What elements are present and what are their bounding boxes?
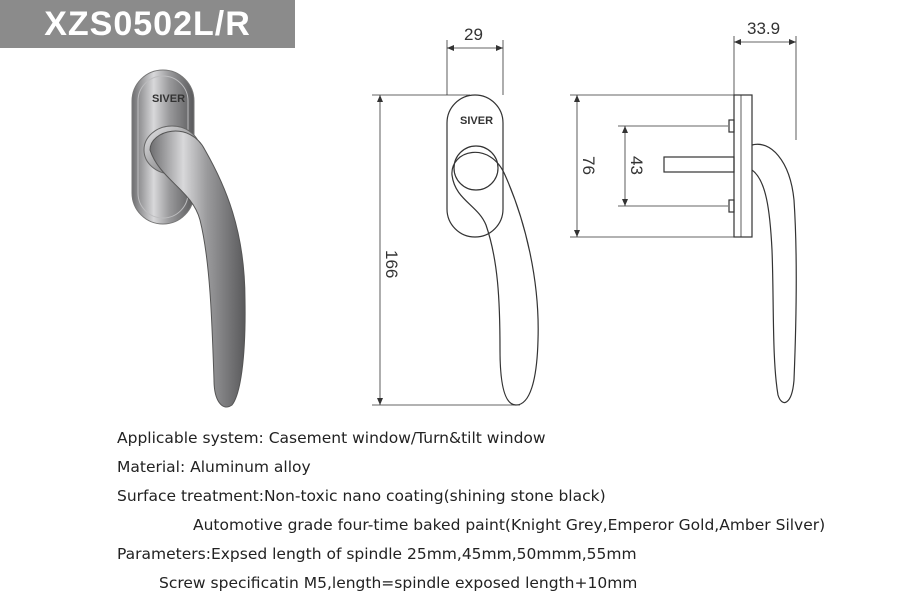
spec-surface-treatment-detail: Automotive grade four-time baked paint(K… — [193, 516, 826, 534]
dim-base-length: 76 — [579, 156, 598, 175]
spec-material: Material: Aluminum alloy — [117, 458, 311, 476]
brand-logo-drawing: SIVER — [460, 115, 493, 127]
spec-screw-specification: Screw specificatin M5,length=spindle exp… — [159, 574, 638, 592]
spec-applicable-system: Applicable system: Casement window/Turn&… — [117, 429, 546, 447]
dim-side-depth: 33.9 — [747, 19, 780, 38]
model-title: XZS0502L/R — [44, 4, 251, 43]
dim-front-width: 29 — [464, 25, 483, 44]
specification-list: Applicable system: Casement window/Turn&… — [117, 424, 897, 598]
spec-parameters: Parameters:Expsed length of spindle 25mm… — [117, 545, 637, 563]
dim-screw-spacing: 43 — [627, 156, 646, 175]
spec-surface-treatment: Surface treatment:Non-toxic nano coating… — [117, 487, 606, 505]
side-view — [570, 36, 797, 404]
handle-lever — [149, 130, 246, 408]
model-title-bar: XZS0502L/R — [0, 0, 295, 48]
brand-logo: SIVER — [152, 93, 185, 105]
technical-drawing: SIVER 29 SIVER 166 — [131, 19, 797, 408]
dim-total-length: 166 — [382, 250, 401, 278]
front-view — [372, 40, 539, 406]
product-render: SIVER — [131, 69, 246, 408]
